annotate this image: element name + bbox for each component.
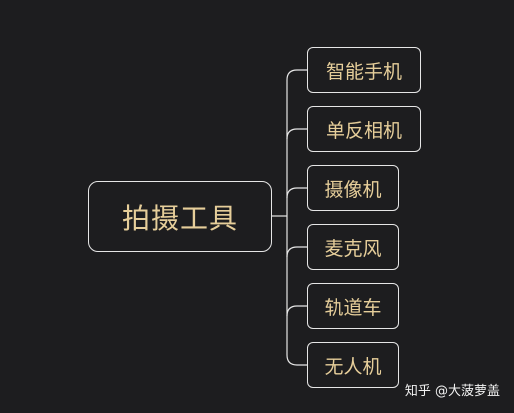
child-node-label: 无人机 bbox=[324, 355, 382, 378]
connector-branch-5 bbox=[286, 305, 307, 317]
child-node-3[interactable]: 摄像机 bbox=[307, 165, 399, 211]
child-node-1[interactable]: 智能手机 bbox=[307, 47, 421, 93]
connector-branch-4 bbox=[286, 246, 307, 258]
connector-branch-3 bbox=[286, 187, 307, 199]
child-node-5[interactable]: 轨道车 bbox=[307, 283, 399, 329]
child-node-label: 单反相机 bbox=[325, 119, 402, 142]
child-node-label: 麦克风 bbox=[324, 237, 382, 260]
connector-branch-2 bbox=[286, 128, 307, 140]
watermark-text: 知乎 @大菠萝盖 bbox=[404, 384, 500, 399]
root-node-label: 拍摄工具 bbox=[121, 201, 238, 235]
child-node-label: 摄像机 bbox=[324, 178, 382, 201]
child-node-6[interactable]: 无人机 bbox=[307, 342, 399, 388]
child-node-label: 轨道车 bbox=[324, 296, 382, 319]
child-node-4[interactable]: 麦克风 bbox=[307, 224, 399, 270]
connector-trunk bbox=[286, 69, 307, 81]
child-node-2[interactable]: 单反相机 bbox=[307, 106, 421, 152]
connector-branch-bottom bbox=[286, 354, 307, 366]
root-node[interactable]: 拍摄工具 bbox=[88, 181, 272, 252]
child-node-label: 智能手机 bbox=[325, 60, 402, 83]
